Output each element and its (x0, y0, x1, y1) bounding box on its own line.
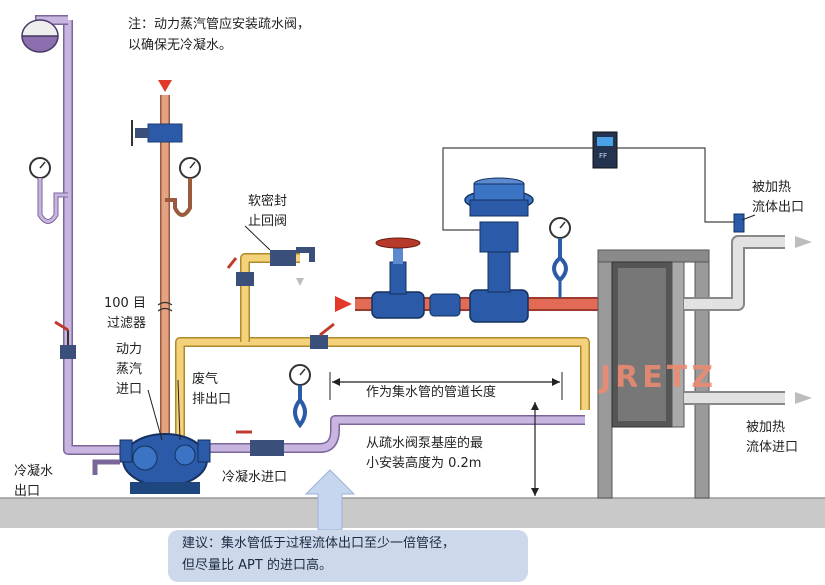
process-gauge (549, 217, 571, 298)
steam-in-arrow (158, 80, 172, 92)
heated-fluid-outlet-label-1: 被加热 (752, 180, 792, 195)
plate-heat-exchanger (597, 249, 710, 499)
pump-trap-apt (119, 433, 211, 494)
ground (0, 498, 825, 528)
exhaust-label: 废气 排出口 (192, 370, 231, 410)
steam-line-valve (131, 120, 183, 146)
recommendation-line-1: 建议：集水管低于过程流体出口至少一倍管径， (182, 536, 456, 551)
inline-strainer (429, 293, 461, 317)
motive-steam-label-1: 动力 (116, 342, 143, 357)
heated-fluid-inlet-label-2: 流体进口 (746, 440, 799, 455)
note-line-2: 以确保无冷凝水。 (128, 38, 233, 53)
receiver-tank (21, 35, 59, 53)
balance-ball-valve (310, 322, 335, 349)
svg-text:FF: FF (599, 152, 607, 160)
exhaust-label-1: 废气 (192, 372, 219, 387)
filter-label: 100 目 过滤器 (104, 294, 146, 334)
inlet-arrow (795, 392, 812, 404)
outlet-sensor (733, 213, 745, 233)
steam-line-note: 注：动力蒸汽管应安装疏水阀， 以确保无冷凝水。 (128, 14, 310, 56)
note-line-1: 注：动力蒸汽管应安装疏水阀， (128, 17, 311, 32)
condensate-outlet-label: 冷凝水 出口 (14, 462, 53, 502)
motive-steam-label-3: 进口 (116, 382, 143, 397)
globe-valve (371, 237, 425, 319)
filter-label-1: 100 目 (104, 296, 146, 311)
heated-fluid-outlet-label: 被加热 流体出口 (752, 178, 804, 218)
exhaust-ball-valve (226, 257, 254, 286)
min-height-label-1: 从疏水阀泵基座的最 (366, 436, 484, 451)
check-valve-label: 软密封 止回阀 (248, 192, 287, 232)
inlet-check-valve (236, 430, 284, 456)
pressure-gauge-steam (165, 157, 201, 217)
pressure-gauge-left (29, 157, 68, 224)
watermark: JRETZ (600, 360, 717, 395)
collector-length-label: 作为集水管的管道长度 (366, 385, 497, 400)
inlet-gauge (289, 364, 311, 429)
exhaust-label-2: 排出口 (192, 392, 232, 407)
recommendation-box: 建议：集水管低于过程流体出口至少一倍管径， 但尽量比 APT 的进口高。 (168, 530, 528, 582)
condensate-ball-valve (54, 320, 76, 359)
heated-fluid-inlet-label-1: 被加热 (746, 420, 786, 435)
temperature-controller: FF (592, 131, 618, 169)
condensate-outlet-label-1: 冷凝水 (14, 464, 54, 479)
collector-length-dimension (329, 372, 563, 400)
check-valve-label-2: 止回阀 (248, 214, 288, 229)
process-steam-arrow (335, 296, 352, 312)
condensate-inlet-label: 冷凝水进口 (222, 470, 288, 485)
outlet-arrow (795, 236, 812, 248)
min-height-label-2: 小安装高度为 0.2m (366, 456, 482, 471)
motive-steam-label: 动力 蒸汽 进口 (116, 340, 142, 400)
condensate-outlet-label-2: 出口 (14, 484, 41, 499)
check-valve-label-1: 软密封 (248, 194, 288, 209)
min-height-label: 从疏水阀泵基座的最 小安装高度为 0.2m (366, 434, 483, 474)
soft-seal-check-valve (270, 247, 315, 286)
heated-fluid-inlet-label: 被加热 流体进口 (746, 418, 798, 458)
heated-fluid-outlet-label-2: 流体出口 (752, 200, 805, 215)
filter-label-2: 过滤器 (106, 316, 146, 331)
recommendation-line-2: 但尽量比 APT 的进口高。 (182, 558, 332, 573)
control-valve (464, 177, 534, 323)
motive-steam-label-2: 蒸汽 (116, 362, 143, 377)
min-height-dimension (531, 402, 539, 496)
